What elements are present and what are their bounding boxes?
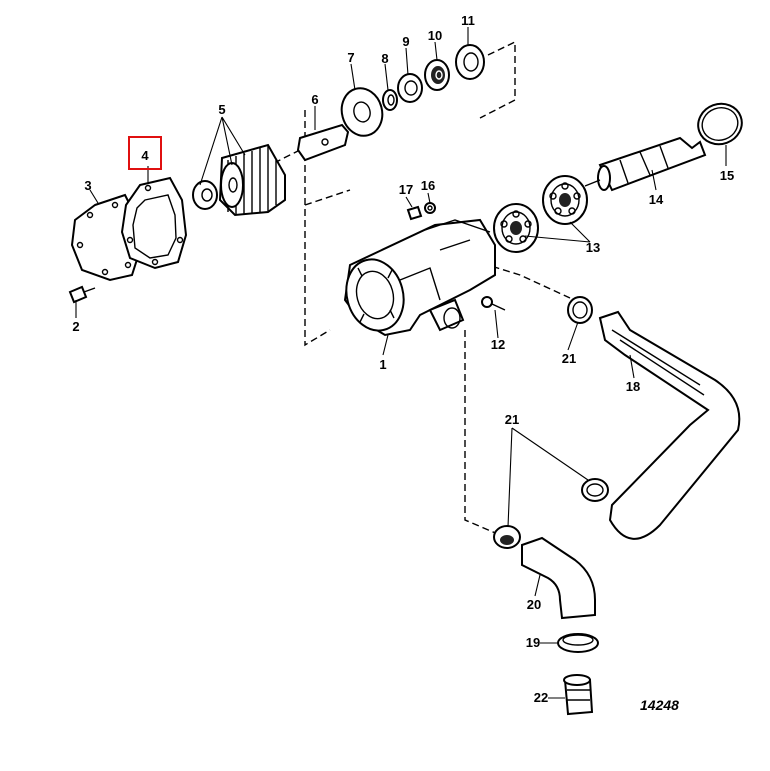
- drawing-number: 14248: [640, 697, 679, 713]
- clamp-upper: [567, 296, 593, 324]
- ring-8: [382, 89, 398, 111]
- callout-10: 10: [428, 28, 442, 43]
- callout-16: 16: [421, 178, 435, 193]
- hose-elbow: [521, 536, 596, 620]
- clamp-middle: [581, 478, 609, 502]
- callout-4: 4: [141, 148, 149, 163]
- callout-20: 20: [527, 597, 541, 612]
- fitting-22: [563, 674, 594, 716]
- callout-21-upper: 21: [562, 351, 576, 366]
- impeller: [192, 143, 286, 217]
- callout-13: 13: [586, 240, 600, 255]
- screw-2: [68, 285, 96, 304]
- callout-22: 22: [534, 690, 548, 705]
- callout-1: 1: [379, 357, 386, 372]
- washer-9: [397, 73, 423, 103]
- callout-7: 7: [347, 50, 354, 65]
- callout-8: 8: [381, 51, 388, 66]
- callout-14: 14: [649, 192, 664, 207]
- callout-3: 3: [84, 178, 91, 193]
- hose-long: [598, 310, 741, 540]
- callout-21-lower: 21: [505, 412, 519, 427]
- seal-10: [424, 59, 450, 91]
- callout-18: 18: [626, 379, 640, 394]
- callout-17: 17: [399, 182, 413, 197]
- callout-labels: 3 2 4 5 6 7 8 9 10 11 16 17 13 14 15 12 …: [72, 13, 734, 705]
- seal-11: [455, 44, 485, 80]
- callout-9: 9: [402, 34, 409, 49]
- pump-body: [343, 218, 496, 337]
- leader-lines: [75, 27, 727, 699]
- clamp-19: [557, 633, 599, 653]
- screw-12: [481, 296, 506, 311]
- bearing-large: [542, 175, 588, 225]
- plate-7: [340, 87, 384, 137]
- callout-5: 5: [218, 102, 225, 117]
- shaft: [584, 136, 707, 192]
- fastener-17: [406, 205, 423, 221]
- highlight-box: [128, 136, 162, 170]
- callout-11: 11: [461, 13, 475, 28]
- cam-plate: [296, 123, 350, 162]
- o-ring-15: [697, 102, 743, 146]
- callout-12: 12: [491, 337, 505, 352]
- callout-2: 2: [72, 319, 79, 334]
- callout-6: 6: [311, 92, 318, 107]
- callout-19: 19: [526, 635, 540, 650]
- bearing-small: [493, 203, 539, 253]
- clamp-lower: [493, 525, 521, 549]
- fastener-16: [424, 202, 436, 214]
- callout-15: 15: [720, 168, 734, 183]
- gasket: [120, 176, 188, 270]
